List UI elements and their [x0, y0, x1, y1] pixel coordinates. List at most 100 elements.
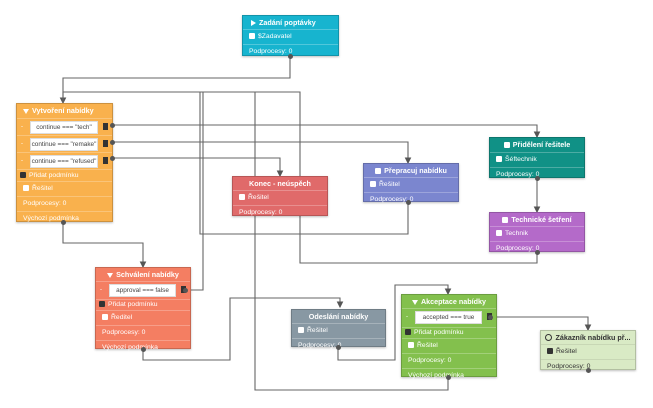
node-konec-neuspech[interactable]: Konec - neúspěch Řešitel Podprocesy: 0: [232, 176, 328, 216]
node-zakaznik-nabidku[interactable]: Zákazník nabídku př... Řešitel Podproces…: [540, 330, 636, 370]
edge-akceptace-back: [254, 92, 449, 391]
port[interactable]: [446, 375, 451, 380]
edge-refused-konec: [112, 157, 284, 178]
node-odeslani-nabidky[interactable]: Odeslání nabídky Řešitel Podprocesy: 0: [291, 309, 386, 349]
condition-row: - accepted === true: [402, 309, 496, 328]
condition-row: - continue === "refused": [17, 153, 112, 170]
node-subprocesses: Podprocesy: 0: [496, 245, 540, 252]
condition-input[interactable]: continue === "tech": [30, 121, 98, 134]
node-title: Zadání poptávky: [243, 16, 338, 30]
person-icon: [408, 341, 414, 348]
plus-icon: [20, 171, 26, 178]
node-title: Odeslání nabídky: [292, 310, 385, 324]
node-prepracuj-nabidku[interactable]: Přepracuj nabídku Řešitel Podprocesy: 0: [363, 163, 459, 203]
node-title: Akceptace nabídky: [402, 295, 496, 309]
node-subprocesses: Podprocesy: 0: [96, 326, 190, 341]
port[interactable]: [110, 156, 115, 161]
node-zadani-poptavky[interactable]: Zadání poptávky $Zadavatel Podprocesy: 0: [242, 15, 339, 56]
node-role: Řešitel: [402, 339, 496, 354]
node-role: Řešitel: [541, 345, 635, 360]
node-title: Zákazník nabídku př...: [541, 331, 635, 345]
edge-odeslani-akceptace: [337, 284, 452, 361]
edge-approval-back: [185, 92, 204, 291]
edge-accepted-zakaznik: [490, 316, 592, 332]
port[interactable]: [110, 123, 115, 128]
node-title: Konec - neúspěch: [233, 177, 327, 191]
person-icon: [496, 155, 502, 162]
node-title: Technické šetření: [490, 213, 584, 227]
node-subprocesses: Podprocesy: 0: [17, 197, 112, 212]
edge-zadani-vytvoreni: [59, 56, 291, 105]
condition-input[interactable]: approval === false: [109, 284, 176, 297]
port[interactable]: [586, 368, 591, 373]
node-subprocesses: Podprocesy: 0: [239, 209, 283, 216]
condition-input[interactable]: accepted === true: [415, 311, 482, 324]
edge-vytvoreni-schvaleni: [62, 222, 147, 269]
node-subprocesses: Podprocesy: 0: [370, 196, 414, 203]
edge-remake-prepracuj: [112, 141, 412, 165]
port[interactable]: [110, 140, 115, 145]
person-icon: [547, 347, 553, 354]
add-condition-button[interactable]: Přidat podmínku: [402, 328, 496, 339]
trash-icon[interactable]: [103, 140, 108, 147]
node-role: Řešitel: [292, 324, 385, 339]
port[interactable]: [406, 200, 411, 205]
circle-check-icon: [545, 333, 553, 341]
square-icon: [503, 141, 510, 148]
node-subprocesses: Podprocesy: 0: [547, 363, 591, 370]
condition-input[interactable]: continue === "refused": [30, 155, 98, 168]
node-role: Šéftechnik: [490, 153, 584, 168]
person-icon: [298, 326, 304, 333]
person-icon: [239, 193, 245, 200]
person-icon: [496, 229, 502, 236]
port[interactable]: [141, 347, 146, 352]
funnel-icon: [107, 272, 114, 278]
condition-input[interactable]: continue === "remake": [30, 138, 98, 151]
node-title: Vytvoření nabídky: [17, 104, 112, 119]
node-subprocesses: Podprocesy: 0: [496, 171, 540, 178]
plus-icon: [99, 300, 105, 307]
node-title: Schválení nabídky: [96, 268, 190, 282]
condition-row: - continue === "remake": [17, 136, 112, 153]
trash-icon[interactable]: [103, 157, 108, 164]
port[interactable]: [288, 54, 293, 59]
port[interactable]: [61, 220, 66, 225]
node-subprocesses: Podprocesy: 0: [249, 48, 293, 55]
port[interactable]: [336, 345, 341, 350]
funnel-icon: [411, 299, 418, 305]
node-subprocesses: Podprocesy: 0: [402, 354, 496, 369]
person-icon: [370, 180, 376, 187]
add-condition-button[interactable]: Přidat podmínku: [96, 300, 190, 311]
default-condition: Výchozí podmínka: [408, 372, 464, 379]
node-schvaleni-nabidky[interactable]: Schválení nabídky - approval === false P…: [95, 267, 191, 351]
port[interactable]: [183, 288, 188, 293]
node-role: Řešitel: [17, 182, 112, 197]
square-icon: [375, 167, 382, 174]
node-akceptace-nabidky[interactable]: Akceptace nabídky - accepted === true Př…: [401, 294, 497, 379]
port[interactable]: [535, 250, 540, 255]
node-role: $Zadavatel: [243, 30, 338, 45]
person-icon: [23, 184, 29, 191]
edge-tech-prideleni: [112, 124, 541, 139]
default-condition: Výchozí podmínka: [102, 344, 158, 351]
person-icon: [102, 313, 108, 320]
edge-prepracuj-back: [199, 92, 409, 235]
trash-icon[interactable]: [103, 123, 108, 130]
port[interactable]: [535, 176, 540, 181]
play-icon: [251, 19, 256, 26]
node-role: Ředitel: [96, 311, 190, 326]
funnel-icon: [23, 108, 29, 114]
port[interactable]: [488, 315, 493, 320]
square-icon: [502, 216, 509, 223]
add-condition-button[interactable]: Přidat podmínku: [17, 170, 112, 182]
node-title: Přepracuj nabídku: [364, 164, 458, 178]
person-icon: [249, 32, 255, 39]
condition-row: - approval === false: [96, 282, 190, 300]
node-role: Řešitel: [364, 178, 458, 193]
node-technicke-setreni[interactable]: Technické šetření Technik Podprocesy: 0: [489, 212, 585, 252]
node-vytvoreni-nabidky[interactable]: Vytvoření nabídky - continue === "tech" …: [16, 103, 113, 222]
edge-schvaleni-odeslani: [142, 297, 344, 361]
plus-icon: [405, 328, 411, 335]
node-prideleni-resitele[interactable]: Přidělení řešitele Šéftechnik Podprocesy…: [489, 137, 585, 178]
node-subprocesses: Podprocesy: 0: [298, 342, 342, 349]
